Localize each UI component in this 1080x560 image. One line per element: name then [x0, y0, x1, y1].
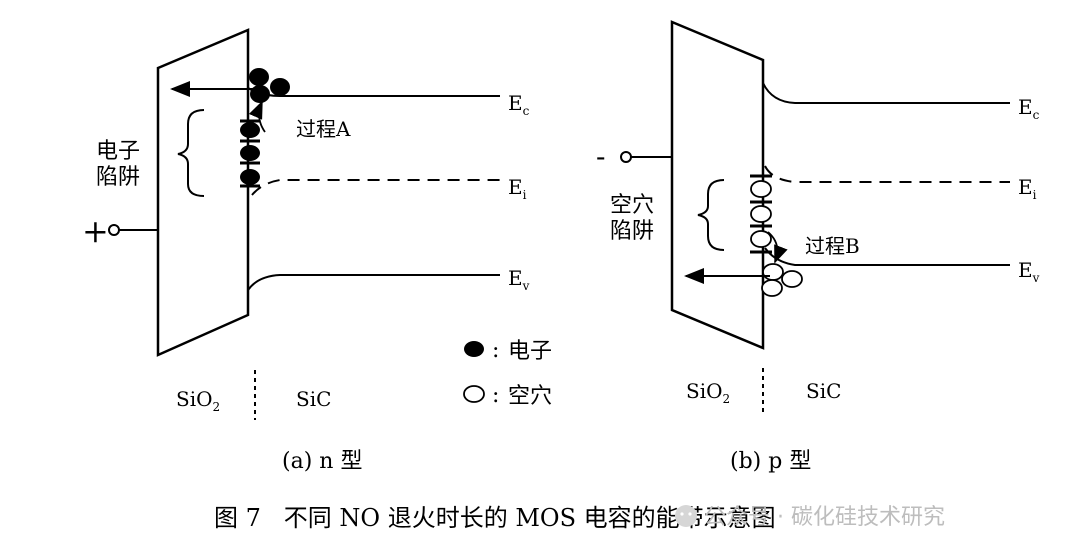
bias-sign: +	[82, 212, 109, 250]
watermark: 公众号 · 碳化硅技术研究	[675, 505, 945, 530]
oxide-block	[670, 20, 765, 350]
label-ei: Ei	[1018, 175, 1037, 202]
intrinsic-level	[764, 165, 1010, 183]
trap-label-2: 陷阱	[610, 219, 654, 244]
label-ec: Ec	[1018, 95, 1040, 122]
subcaption-b: (b) p 型	[730, 449, 811, 474]
label-ec: Ec	[508, 91, 530, 118]
oxide-label: SiO2	[176, 387, 220, 414]
trapped-hole	[750, 180, 772, 198]
panel-a: Ec Ei Ev 过程A 电子 陷阱	[82, 28, 530, 474]
panel-b: Ec Ei Ev 过程B 空穴 陷阱 -	[596, 20, 1040, 474]
trapped-electron	[240, 145, 260, 161]
watermark-text: 公众号 · 碳化硅技术研究	[704, 505, 945, 530]
trap-label-1: 电子	[96, 139, 140, 164]
trap-stack	[240, 119, 260, 188]
wechat-icon	[675, 505, 697, 527]
trap-label-2: 陷阱	[96, 165, 140, 190]
trap-bracket	[697, 179, 725, 251]
process-a-arrow	[248, 100, 266, 133]
bias-sign: -	[596, 140, 605, 173]
intrinsic-level	[251, 179, 500, 196]
gate-terminal	[108, 224, 120, 236]
semi-label: SiC	[296, 387, 331, 411]
legend: : 电子 : 空穴	[463, 338, 552, 409]
valence-band	[247, 274, 500, 291]
valence-band	[764, 247, 1010, 266]
trap-label-1: 空穴	[610, 193, 654, 218]
legend-hole-label: 空穴	[508, 384, 552, 409]
process-b-label: 过程B	[805, 234, 860, 258]
semi-label: SiC	[806, 379, 841, 403]
trapped-electron	[240, 122, 260, 138]
hole	[761, 279, 783, 297]
process-a-label: 过程A	[296, 117, 351, 141]
trap-stack	[750, 174, 772, 254]
legend-colon-2: :	[492, 383, 499, 408]
electron	[249, 68, 269, 86]
gate-terminal	[620, 151, 632, 163]
hole	[762, 263, 784, 281]
oxide-label: SiO2	[686, 379, 730, 406]
label-ev: Ev	[1018, 258, 1040, 285]
legend-colon-1: :	[492, 338, 499, 363]
legend-electron-icon	[464, 341, 484, 357]
conduction-band	[762, 82, 1010, 104]
oxide-block	[156, 28, 250, 357]
label-ev: Ev	[508, 266, 530, 293]
electron	[270, 78, 290, 96]
trap-bracket	[177, 109, 205, 197]
trapped-hole	[750, 230, 772, 248]
process-b-arrow	[767, 231, 788, 264]
electron	[250, 85, 270, 103]
legend-electron-label: 电子	[508, 339, 552, 364]
label-ei: Ei	[508, 175, 527, 202]
trapped-electron	[240, 169, 260, 185]
legend-hole-icon	[463, 385, 485, 403]
hole	[781, 270, 803, 288]
trapped-hole	[750, 205, 772, 223]
subcaption-a: (a) n 型	[282, 449, 362, 474]
